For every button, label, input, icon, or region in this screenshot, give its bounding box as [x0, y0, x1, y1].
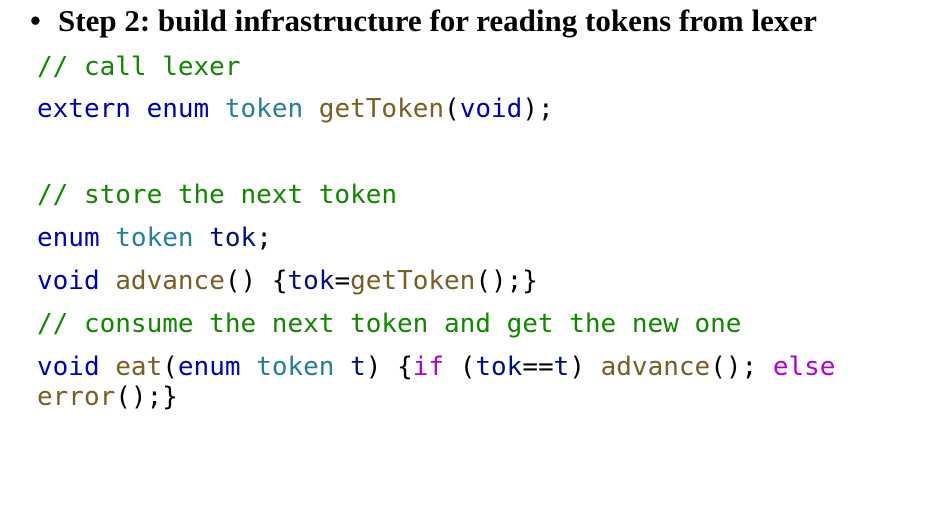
heading-text: Step 2: build infrastructure for reading…: [58, 3, 817, 38]
code-keyword: void: [37, 266, 100, 296]
code-punct: );: [522, 94, 554, 124]
code-line-enum-tok: enum token tok;: [37, 221, 272, 255]
code-punct: ();}: [475, 266, 538, 296]
code-identifier: tok: [475, 352, 523, 382]
code-punct: ();: [710, 352, 758, 382]
code-function: getToken: [318, 94, 445, 124]
code-punct: ==: [522, 352, 554, 382]
code-line-comment-consume: // consume the next token and get the ne…: [37, 307, 741, 341]
code-line-extern-gettoken: extern enum token getToken(void);: [37, 92, 554, 126]
code-identifier: tok: [209, 223, 257, 253]
code-punct: ): [569, 352, 585, 382]
code-keyword: enum: [37, 223, 100, 253]
code-identifier: tok: [287, 266, 335, 296]
code-type: token: [115, 223, 194, 253]
code-line-advance: void advance() {tok=getToken();}: [37, 264, 538, 298]
code-function: advance: [600, 352, 711, 382]
code-keyword: void: [37, 352, 100, 382]
code-punct: () {: [224, 266, 288, 296]
code-comment: // store the next token: [37, 180, 398, 210]
code-punct: (: [444, 94, 460, 124]
code-keyword: enum: [146, 94, 210, 124]
code-identifier: t: [350, 352, 366, 382]
code-line-comment-call-lexer: // call lexer: [37, 50, 241, 84]
code-punct: (: [444, 352, 476, 382]
code-punct: ) {: [365, 352, 413, 382]
code-punct: ();}: [115, 382, 178, 412]
code-function: getToken: [350, 266, 476, 296]
code-punct: =: [334, 266, 351, 296]
code-identifier: t: [553, 352, 570, 382]
code-function: advance: [115, 266, 225, 296]
slide-heading: • Step 2: build infrastructure for readin…: [30, 4, 817, 38]
code-type: token: [256, 352, 335, 382]
code-function: error: [37, 382, 116, 412]
code-control-keyword: else: [772, 352, 836, 382]
code-keyword: extern: [37, 94, 131, 124]
code-line-comment-store: // store the next token: [37, 178, 397, 212]
code-keyword: void: [459, 94, 523, 124]
code-keyword: enum: [177, 352, 241, 382]
code-line-error: error();}: [37, 380, 178, 414]
code-comment: // call lexer: [37, 52, 241, 82]
bullet-icon: •: [30, 3, 41, 38]
code-punct: (: [162, 352, 178, 382]
code-control-keyword: if: [412, 352, 445, 382]
code-line-eat: void eat(enum token t) {if (tok==t) adva…: [37, 350, 835, 384]
code-block: // call lexer extern enum token getToken…: [37, 50, 835, 530]
code-comment: // consume the next token and get the ne…: [37, 309, 742, 339]
code-punct: ;: [256, 223, 272, 253]
code-function: eat: [115, 352, 163, 382]
code-type: token: [224, 94, 304, 124]
